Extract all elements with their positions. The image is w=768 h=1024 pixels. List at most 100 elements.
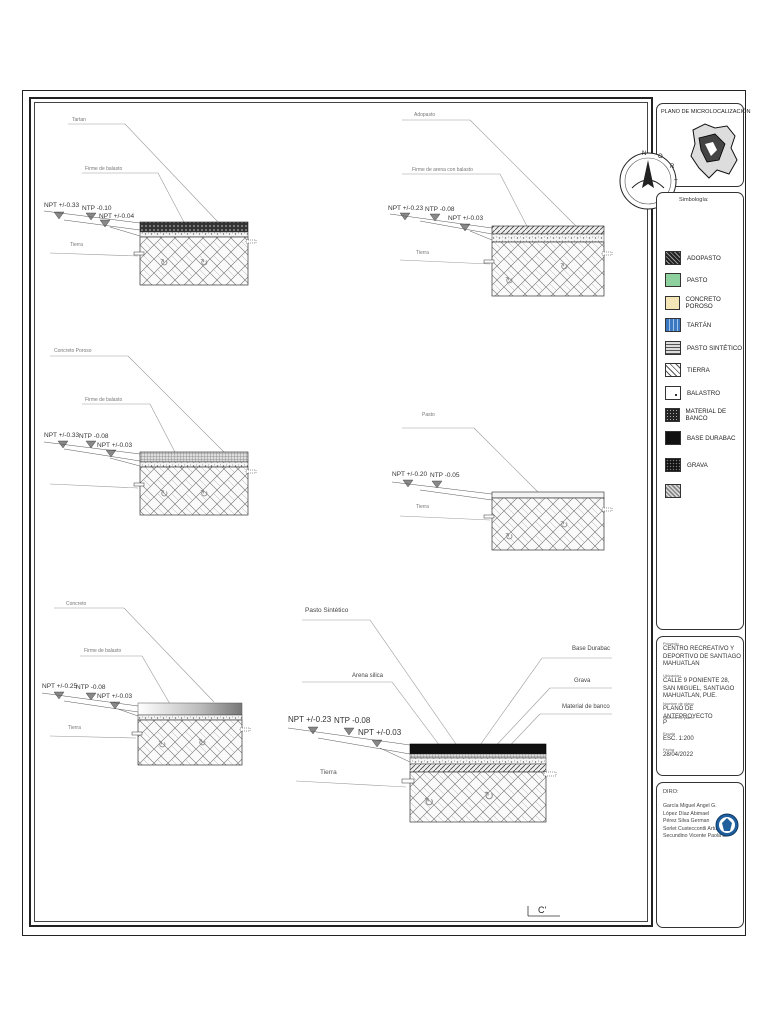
base-label: Firme de arena con balasto — [412, 167, 473, 173]
legend-item-pasto-sintetico: PASTO SINTÉTICO — [665, 340, 742, 356]
material-banco-swatch — [665, 408, 680, 422]
ntp-label: NTP -0.08 — [334, 716, 371, 725]
legend-item-hatch — [665, 483, 687, 499]
project-name: CENTRO RECREATIVO Y DEPORTIVO DE SANTIAG… — [663, 646, 741, 667]
ntp-label: NTP -0.08 — [425, 206, 455, 213]
base-durabac-swatch — [665, 431, 681, 445]
legend-item-base-durabac: BASE DURABAC — [665, 430, 735, 446]
grava-swatch — [665, 458, 681, 472]
ground-label: Tierra — [416, 250, 429, 256]
hatch-swatch — [665, 484, 681, 498]
location-map-icon — [690, 123, 738, 179]
section-concreto: Concreto Firme de balasto NPT +/-0.25 NT… — [41, 601, 251, 766]
compass-letter: O — [658, 154, 663, 160]
compass-letter: R — [670, 164, 675, 170]
section-title: Tartan — [72, 117, 86, 123]
ground-label: Tierra — [320, 769, 337, 776]
legend-title: Simbología: — [679, 197, 709, 203]
legend-item-adopasto: ADOPASTO — [665, 250, 721, 266]
plan-number: P — [663, 720, 668, 726]
svg-text:↻: ↻ — [424, 795, 434, 809]
ntp-label: NTP -0.10 — [82, 205, 112, 212]
authors-list: García Miguel Angel G. López Díaz Abimae… — [663, 803, 727, 840]
title-block: Proyecto CENTRO RECREATIVO Y DEPORTIVO D… — [656, 636, 744, 776]
npt2-label: NPT +/-0.03 — [358, 728, 402, 737]
svg-text:↻: ↻ — [505, 532, 513, 543]
pasto-swatch — [665, 273, 681, 287]
svg-text:↻: ↻ — [160, 258, 168, 269]
npt-label: NPT +/-0.23 — [288, 715, 332, 724]
ground-label: Tierra — [70, 242, 83, 248]
compass-letter: T — [674, 180, 678, 186]
npt-label: NPT +/-0.33 — [44, 202, 79, 209]
base-label: Firme de balasto — [84, 648, 121, 654]
plan-scale: ESC. 1:200 — [663, 736, 694, 742]
svg-text:↻: ↻ — [198, 738, 206, 749]
npt-label: NPT +/-0.23 — [388, 205, 423, 212]
section-title: Pasto — [422, 412, 435, 418]
ntp-label: NTP -0.08 — [76, 684, 106, 691]
svg-text:↻: ↻ — [200, 489, 208, 500]
location-title: PLANO DE MICROLOCALIZACIÓN — [661, 109, 751, 115]
section-pasto: Pasto NPT +/-0.20 NTP -0.05 Tierra ↻ ↻ — [391, 412, 613, 551]
section-title: Concreto Poroso — [54, 348, 92, 354]
sheet-outer-frame — [22, 90, 746, 936]
tierra-swatch — [665, 363, 681, 377]
section-adopasto: Adopasto Firme de arena con balasto NPT … — [388, 112, 613, 297]
base-label: Firme de balasto — [85, 397, 122, 403]
svg-text:↻: ↻ — [560, 520, 568, 531]
tartan-swatch — [665, 318, 681, 332]
section-title: Concreto — [66, 601, 87, 607]
compass-letter: N — [642, 151, 646, 157]
npt-label: NPT +/-0.25 — [42, 683, 77, 690]
section-concreto-poroso: Concreto Poroso Firme de balasto NPT +/-… — [43, 348, 257, 516]
base-label: Firme de balasto — [85, 166, 122, 172]
location-panel: PLANO DE MICROLOCALIZACIÓN — [656, 103, 751, 187]
section-title: Adopasto — [414, 112, 435, 118]
legend-item-pasto: PASTO — [665, 272, 707, 288]
legend-item-balastro: BALASTRO — [665, 385, 720, 401]
banco-label: Material de banco — [562, 704, 610, 710]
legend-item-material-banco: MATERIAL DE BANCO — [665, 407, 743, 423]
authors-label: DIRO: — [663, 789, 679, 795]
svg-text:↻: ↻ — [505, 276, 513, 287]
durabac-label: Base Durabac — [572, 646, 610, 652]
ground-label: Tierra — [416, 504, 429, 510]
npt2-label: NPT +/-0.03 — [97, 693, 132, 700]
sheet-mark: C' — [538, 905, 546, 915]
plan-name: PLANO DE ANTEPROYECTO — [663, 706, 713, 720]
npt-label: NPT +/-0.33 — [44, 432, 79, 439]
grava-label: Grava — [574, 678, 591, 684]
authors-panel: DIRO: García Miguel Angel G. López Díaz … — [656, 782, 744, 928]
ground-label: Tierra — [68, 725, 81, 731]
university-seal-icon — [715, 813, 739, 837]
arena-label: Arena silica — [352, 673, 384, 679]
drawing-frame-inner — [34, 102, 648, 922]
svg-text:↻: ↻ — [158, 740, 166, 751]
project-location: CALLE 9 PONIENTE 28, SAN MIGUEL, SANTIAG… — [663, 678, 735, 699]
svg-text:↻: ↻ — [560, 262, 568, 273]
ntp-label: NTP -0.05 — [430, 472, 460, 479]
adopasto-swatch — [665, 251, 681, 265]
legend-panel: Simbología: ADOPASTO PASTO CONCRETO PORO… — [656, 192, 744, 630]
npt2-label: NPT +/-0.04 — [99, 213, 134, 220]
ntp-label: NTP -0.08 — [79, 433, 109, 440]
legend-item-concreto-poroso: CONCRETO POROSO — [665, 295, 743, 311]
section-tartan: Tartan Firme de balasto NPT +/-0.33 NTP … — [43, 117, 257, 286]
legend-item-tartan: TARTÁN — [665, 317, 711, 333]
plan-date: 28/04/2022 — [663, 752, 694, 758]
svg-text:↻: ↻ — [200, 258, 208, 269]
legend-item-grava: GRAVA — [665, 457, 708, 473]
npt-label: NPT +/-0.20 — [392, 471, 427, 478]
npt2-label: NPT +/-0.03 — [97, 442, 132, 449]
svg-text:↻: ↻ — [484, 789, 494, 803]
section-title: Pasto Sintético — [305, 607, 349, 614]
drawing-frame — [29, 97, 653, 927]
section-pasto-sintetico: Pasto Sintético Arena silica Base Duraba… — [287, 607, 612, 823]
pasto-sintetico-swatch — [665, 341, 681, 355]
concreto-poroso-swatch — [665, 296, 680, 310]
svg-text:↻: ↻ — [160, 489, 168, 500]
legend-item-tierra: TIERRA — [665, 362, 710, 378]
npt2-label: NPT +/-0.03 — [448, 215, 483, 222]
